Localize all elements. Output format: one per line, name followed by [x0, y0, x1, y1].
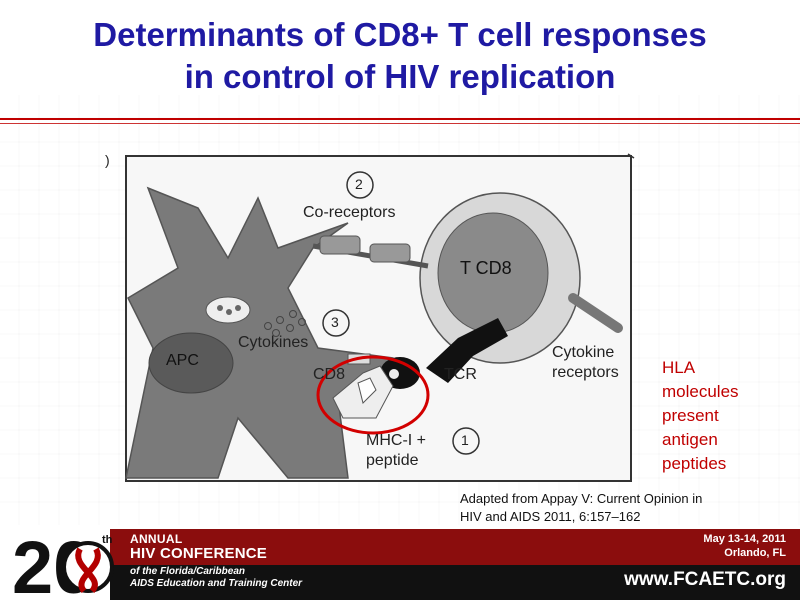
vesicle-dot — [217, 305, 223, 311]
hla-note-line: antigen — [662, 430, 718, 449]
hla-note: HLA molecules present antigen peptides — [662, 356, 782, 476]
number-1-label: 1 — [461, 432, 469, 448]
corner-mark-label: ) — [105, 152, 110, 168]
vesicle-dot — [226, 309, 232, 315]
title-divider — [0, 118, 800, 120]
citation-line-2: HIV and AIDS 2011, 6:157–162 — [460, 509, 641, 524]
footer-black-band — [110, 565, 800, 600]
footer-conference: HIV CONFERENCE — [130, 545, 267, 562]
footer-city: Orlando, FL — [724, 547, 786, 559]
conference-logo: 20 th — [12, 527, 114, 599]
citation: Adapted from Appay V: Current Opinion in… — [460, 490, 780, 526]
number-3-label: 3 — [331, 314, 339, 330]
ribbon-ring — [62, 541, 114, 593]
apc-nucleus — [148, 332, 234, 394]
peptide-dot — [389, 369, 399, 379]
cytokine-dot — [276, 316, 284, 324]
red-ribbon-icon — [75, 547, 101, 594]
mhc-groove — [357, 377, 377, 404]
highlight-circle — [316, 355, 430, 435]
corner-tick — [627, 153, 635, 159]
cytokine-dot — [286, 324, 294, 332]
cytokine-dot — [272, 329, 280, 337]
cytokine-receptors-label-1: Cytokine — [552, 344, 615, 361]
cytokine-receptor-shape — [568, 293, 623, 333]
t-cd8-label: T CD8 — [460, 258, 512, 278]
title-line-2: in control of HIV replication — [184, 58, 616, 95]
cytokine-receptors-label-2: receptors — [552, 364, 619, 381]
footer-org-line-1: of the Florida/Caribbean — [130, 566, 246, 577]
logo-superscript: th — [102, 534, 113, 546]
co-receptors-label: Co-receptors — [303, 204, 396, 221]
title-divider-thin — [0, 123, 800, 124]
hla-note-line: peptides — [662, 454, 727, 473]
hla-note-line: HLA — [662, 358, 696, 377]
footer-dates: May 13-14, 2011 — [703, 533, 786, 545]
cytokine-dot — [298, 318, 306, 326]
cytokine-dot — [264, 322, 272, 330]
number-1-circle — [452, 427, 480, 455]
cd8-apc-interaction-diagram: ) 2 3 1 Co-receptors Cytokines APC T CD8… — [105, 148, 648, 488]
mhc-label-2: peptide — [366, 452, 419, 469]
hla-note-line: molecules — [662, 382, 739, 401]
cytokine-dot — [289, 310, 297, 318]
hla-note-line: present — [662, 406, 719, 425]
apc-label: APC — [166, 352, 199, 369]
footer-red-band — [110, 529, 800, 565]
co-receptor-apc-side — [319, 235, 361, 255]
number-3-circle — [322, 309, 350, 337]
footer-annual: ANNUAL — [130, 532, 183, 546]
title-line-1: Determinants of CD8+ T cell responses — [93, 16, 707, 53]
tcr-label: TCR — [444, 366, 477, 383]
footer-url: www.FCAETC.org — [624, 569, 786, 590]
number-2-circle — [346, 171, 374, 199]
slide-title: Determinants of CD8+ T cell responses in… — [0, 14, 800, 98]
number-2-label: 2 — [355, 176, 363, 192]
co-receptor-tcell-side — [369, 243, 411, 263]
cytokines-label: Cytokines — [238, 334, 309, 351]
vesicle-dot — [235, 305, 241, 311]
diagram-graphic — [125, 153, 635, 482]
footer-org-line-2: AIDS Education and Training Center — [130, 578, 303, 589]
citation-line-1: Adapted from Appay V: Current Opinion in — [460, 491, 703, 506]
cd8-label: CD8 — [313, 366, 346, 383]
tcr-shape — [426, 318, 508, 383]
mhc-label-1: MHC-I + — [366, 432, 426, 449]
